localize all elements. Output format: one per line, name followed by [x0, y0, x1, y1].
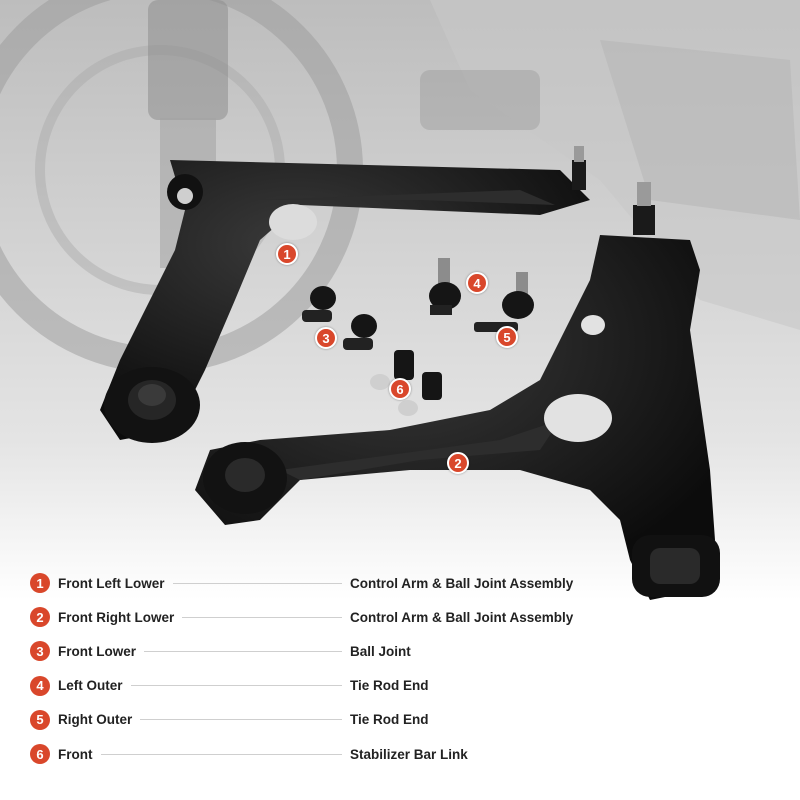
- stabilizer-links: [370, 350, 442, 416]
- legend-position: Right Outer: [58, 712, 133, 728]
- legend-number-badge: 3: [30, 641, 50, 662]
- legend-number-badge: 4: [30, 675, 50, 696]
- control-arm-right: [195, 182, 720, 600]
- legend-position: Left Outer: [58, 678, 123, 694]
- legend-number-badge: 5: [30, 709, 50, 730]
- callout-6: 6: [389, 378, 411, 400]
- legend-part-name: Control Arm & Ball Joint Assembly: [350, 575, 574, 591]
- legend-part-name: Stabilizer Bar Link: [350, 746, 468, 762]
- parts-legend: 1 Front Left Lower Control Arm & Ball Jo…: [30, 566, 590, 771]
- legend-part-name: Tie Rod End: [350, 712, 429, 728]
- callout-5: 5: [496, 326, 518, 348]
- leader-line: [140, 719, 342, 721]
- legend-number-badge: 1: [30, 573, 50, 594]
- legend-number-badge: 6: [30, 744, 50, 765]
- legend-position: Front Right Lower: [58, 609, 175, 625]
- callout-1: 1: [276, 243, 298, 265]
- leader-line: [182, 616, 342, 618]
- legend-position: Front Left Lower: [58, 575, 165, 591]
- legend-part-name: Tie Rod End: [350, 678, 429, 694]
- legend-position: Front: [58, 746, 93, 762]
- legend-row: 2 Front Right Lower Control Arm & Ball J…: [30, 600, 590, 634]
- legend-row: 6 Front Stabilizer Bar Link: [30, 737, 590, 771]
- legend-position: Front Lower: [58, 643, 136, 659]
- legend-row: 3 Front Lower Ball Joint: [30, 634, 590, 668]
- legend-row: 5 Right Outer Tie Rod End: [30, 703, 590, 737]
- legend-row: 1 Front Left Lower Control Arm & Ball Jo…: [30, 566, 590, 600]
- legend-number-badge: 2: [30, 607, 50, 628]
- ball-joints: [302, 286, 377, 350]
- legend-part-name: Control Arm & Ball Joint Assembly: [350, 609, 574, 625]
- leader-line: [172, 582, 342, 584]
- control-arm-left: [100, 146, 590, 443]
- leader-line: [144, 650, 342, 652]
- callout-2: 2: [447, 452, 469, 474]
- leader-line: [130, 685, 342, 687]
- legend-part-name: Ball Joint: [350, 643, 411, 659]
- callout-4: 4: [466, 272, 488, 294]
- legend-row: 4 Left Outer Tie Rod End: [30, 669, 590, 703]
- leader-line: [100, 753, 342, 755]
- callout-3: 3: [315, 327, 337, 349]
- tie-rod-ends: [429, 258, 534, 332]
